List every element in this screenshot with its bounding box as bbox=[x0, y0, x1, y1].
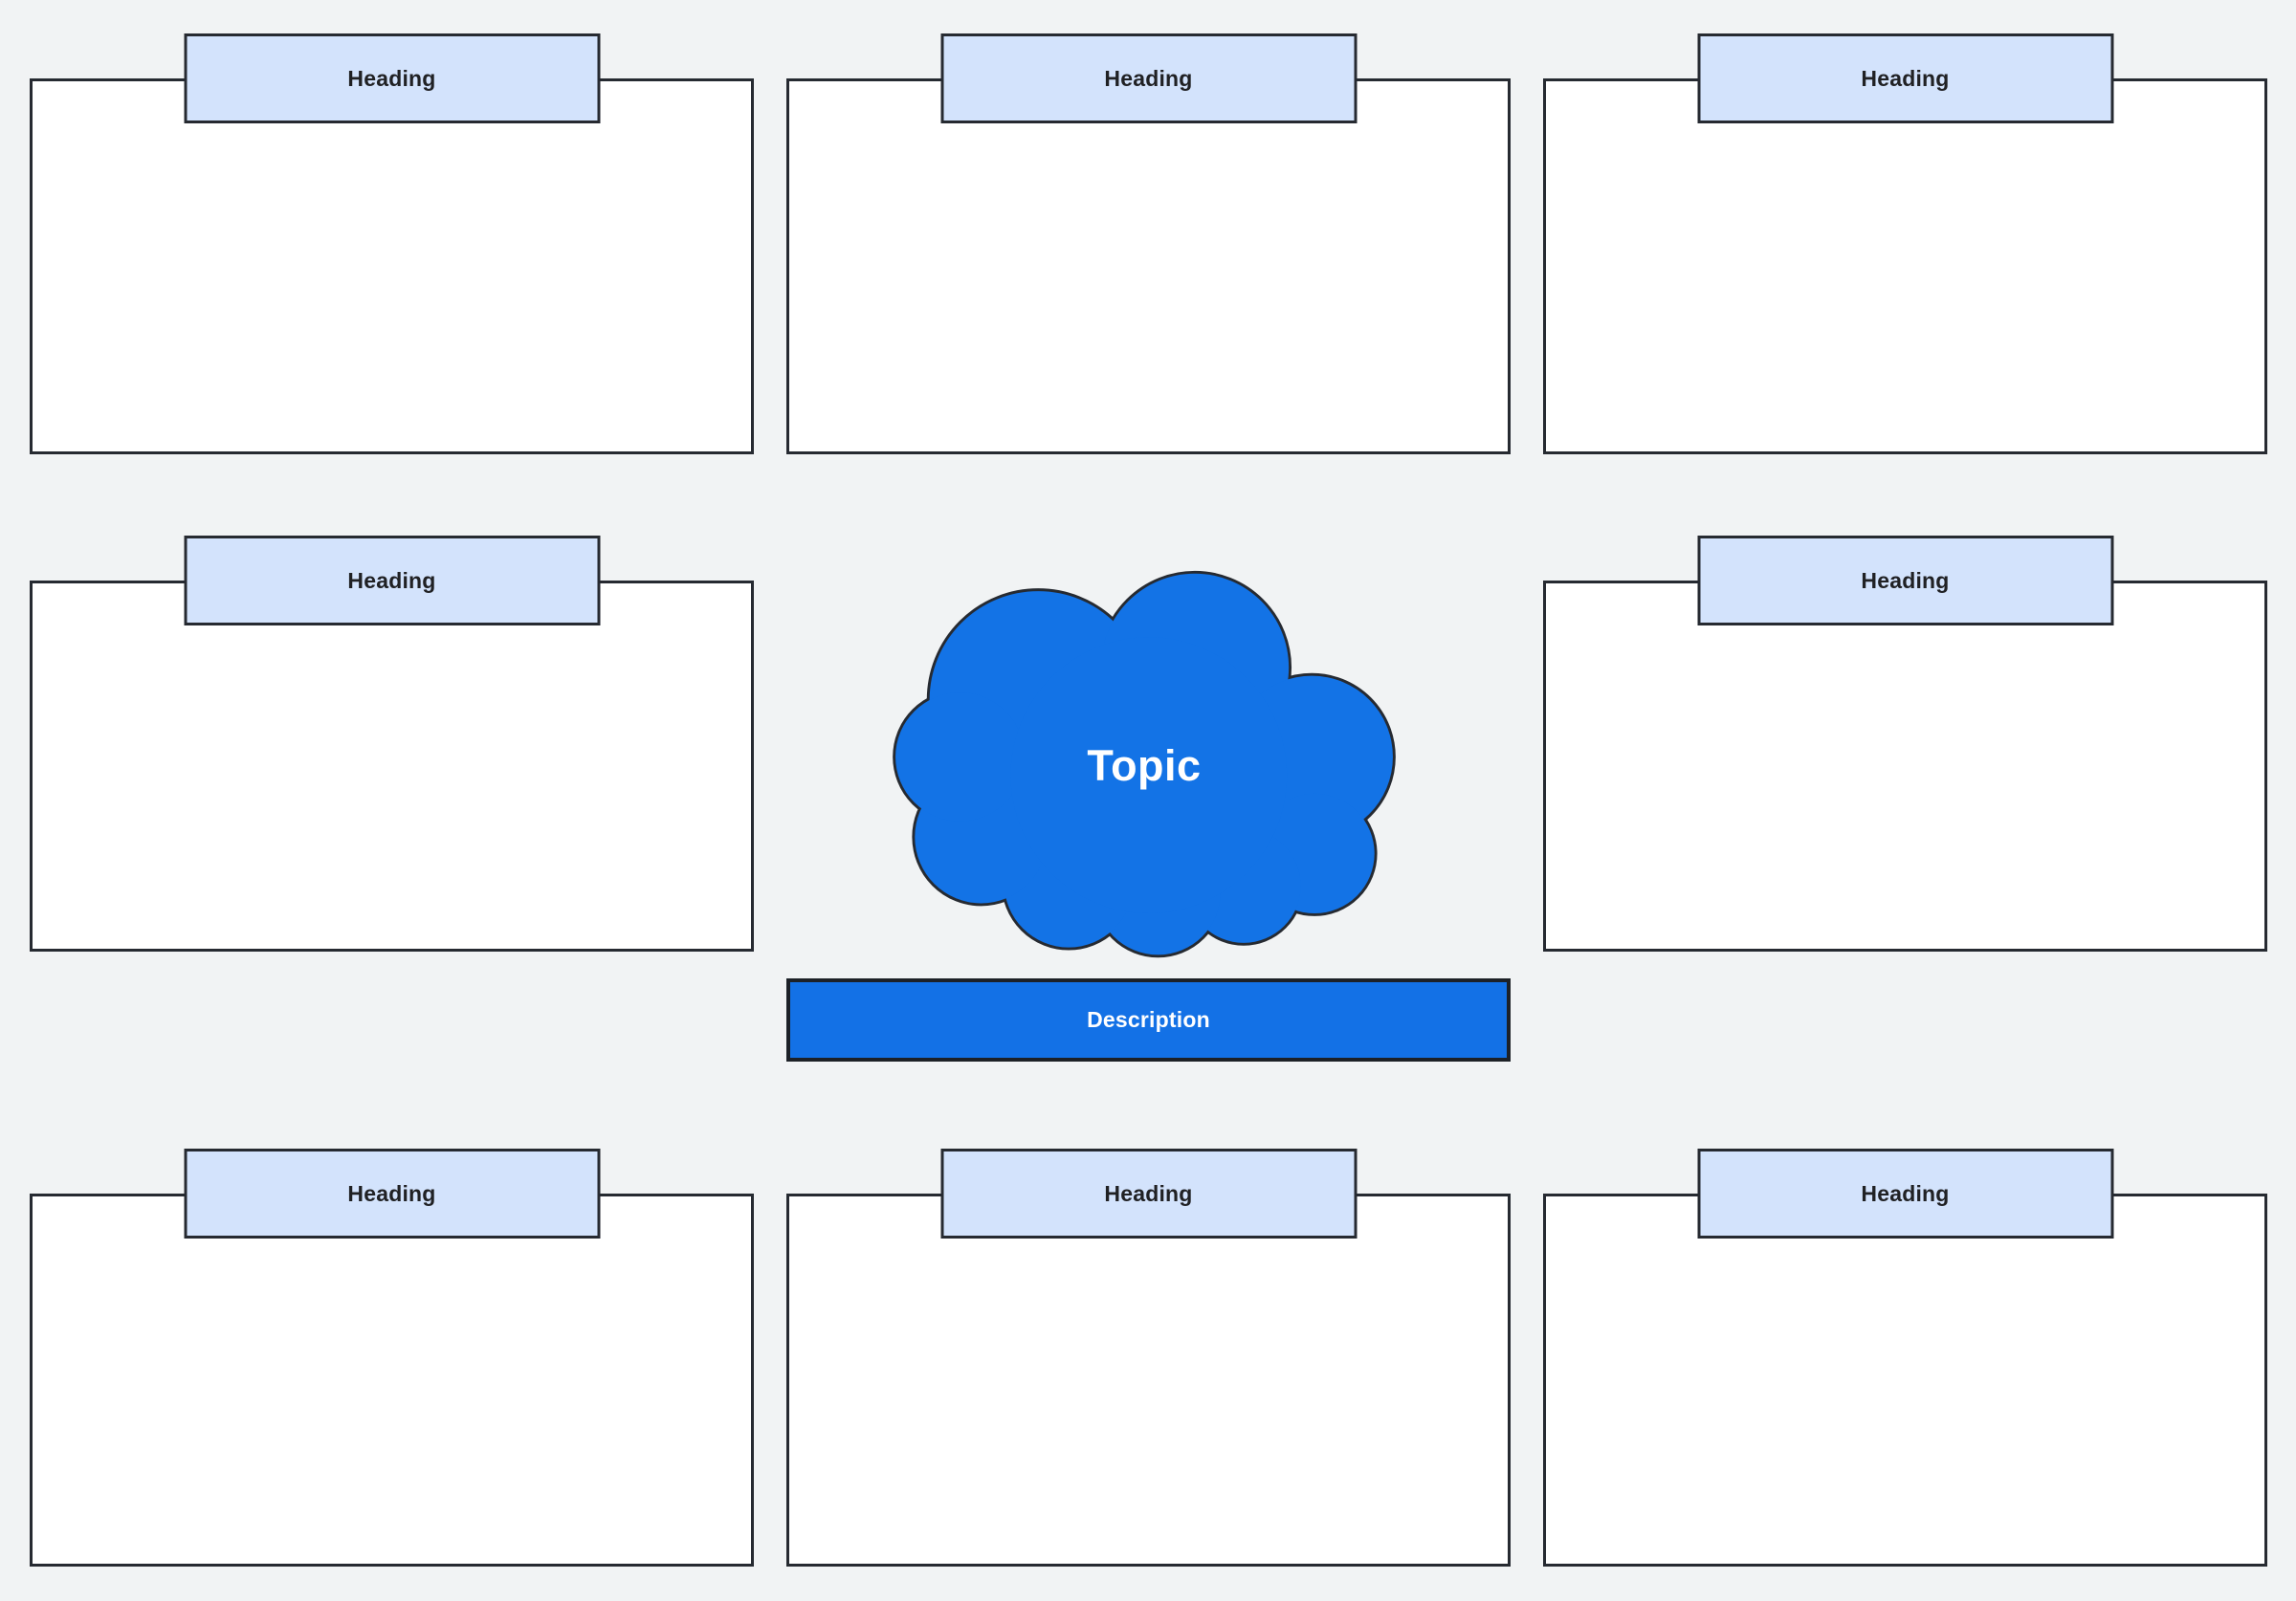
description-bar[interactable]: Description bbox=[786, 978, 1511, 1062]
panel-heading-bottom-right[interactable]: Heading bbox=[1697, 1149, 2113, 1239]
panel-body-top-right[interactable] bbox=[1543, 78, 2267, 454]
panel-body-bottom-center[interactable] bbox=[786, 1194, 1511, 1567]
panel-heading-label: Heading bbox=[1104, 65, 1193, 91]
description-label: Description bbox=[1087, 1007, 1210, 1032]
panel-heading-top-left[interactable]: Heading bbox=[184, 33, 600, 123]
panel-heading-label: Heading bbox=[347, 65, 436, 91]
panel-heading-bottom-center[interactable]: Heading bbox=[940, 1149, 1357, 1239]
panel-body-bottom-left[interactable] bbox=[30, 1194, 754, 1567]
panel-heading-top-center[interactable]: Heading bbox=[940, 33, 1357, 123]
panel-body-middle-right[interactable] bbox=[1543, 581, 2267, 952]
panel-heading-label: Heading bbox=[347, 567, 436, 593]
panel-heading-bottom-left[interactable]: Heading bbox=[184, 1149, 600, 1239]
panel-body-bottom-right[interactable] bbox=[1543, 1194, 2267, 1567]
panel-heading-middle-right[interactable]: Heading bbox=[1697, 536, 2113, 625]
cloud-shape[interactable] bbox=[886, 568, 1402, 964]
panel-heading-label: Heading bbox=[1861, 1180, 1950, 1206]
topic-cloud[interactable]: Topic bbox=[886, 568, 1402, 964]
panel-heading-label: Heading bbox=[1861, 65, 1950, 91]
panel-body-top-center[interactable] bbox=[786, 78, 1511, 454]
panel-body-top-left[interactable] bbox=[30, 78, 754, 454]
panel-heading-middle-left[interactable]: Heading bbox=[184, 536, 600, 625]
panel-body-middle-left[interactable] bbox=[30, 581, 754, 952]
panel-heading-label: Heading bbox=[1861, 567, 1950, 593]
panel-heading-label: Heading bbox=[1104, 1180, 1193, 1206]
panel-heading-label: Heading bbox=[347, 1180, 436, 1206]
panel-heading-top-right[interactable]: Heading bbox=[1697, 33, 2113, 123]
